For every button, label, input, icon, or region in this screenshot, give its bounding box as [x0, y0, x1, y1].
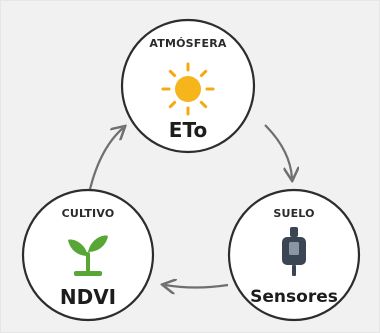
- node-crop-label: NDVI: [60, 285, 116, 309]
- node-crop: CULTIVO NDVI: [21, 188, 155, 322]
- node-soil-label: Sensores: [250, 287, 338, 307]
- node-crop-title: CULTIVO: [62, 207, 115, 220]
- arrow-atmosphere-to-soil: [264, 124, 292, 178]
- node-soil: SUELO Sensores: [227, 188, 361, 322]
- node-atmosphere-title: ATMÓSFERA: [149, 37, 226, 50]
- node-atmosphere: ATMÓSFERA ETo: [120, 18, 256, 154]
- arrow-crop-to-atmosphere: [86, 128, 123, 199]
- seedling-icon: [68, 235, 108, 276]
- node-atmosphere-label: ETo: [169, 118, 207, 142]
- node-soil-title: SUELO: [273, 207, 314, 220]
- sun-icon: [161, 62, 215, 116]
- arrow-soil-to-crop: [165, 285, 229, 288]
- soil-sensor-icon: [282, 227, 306, 276]
